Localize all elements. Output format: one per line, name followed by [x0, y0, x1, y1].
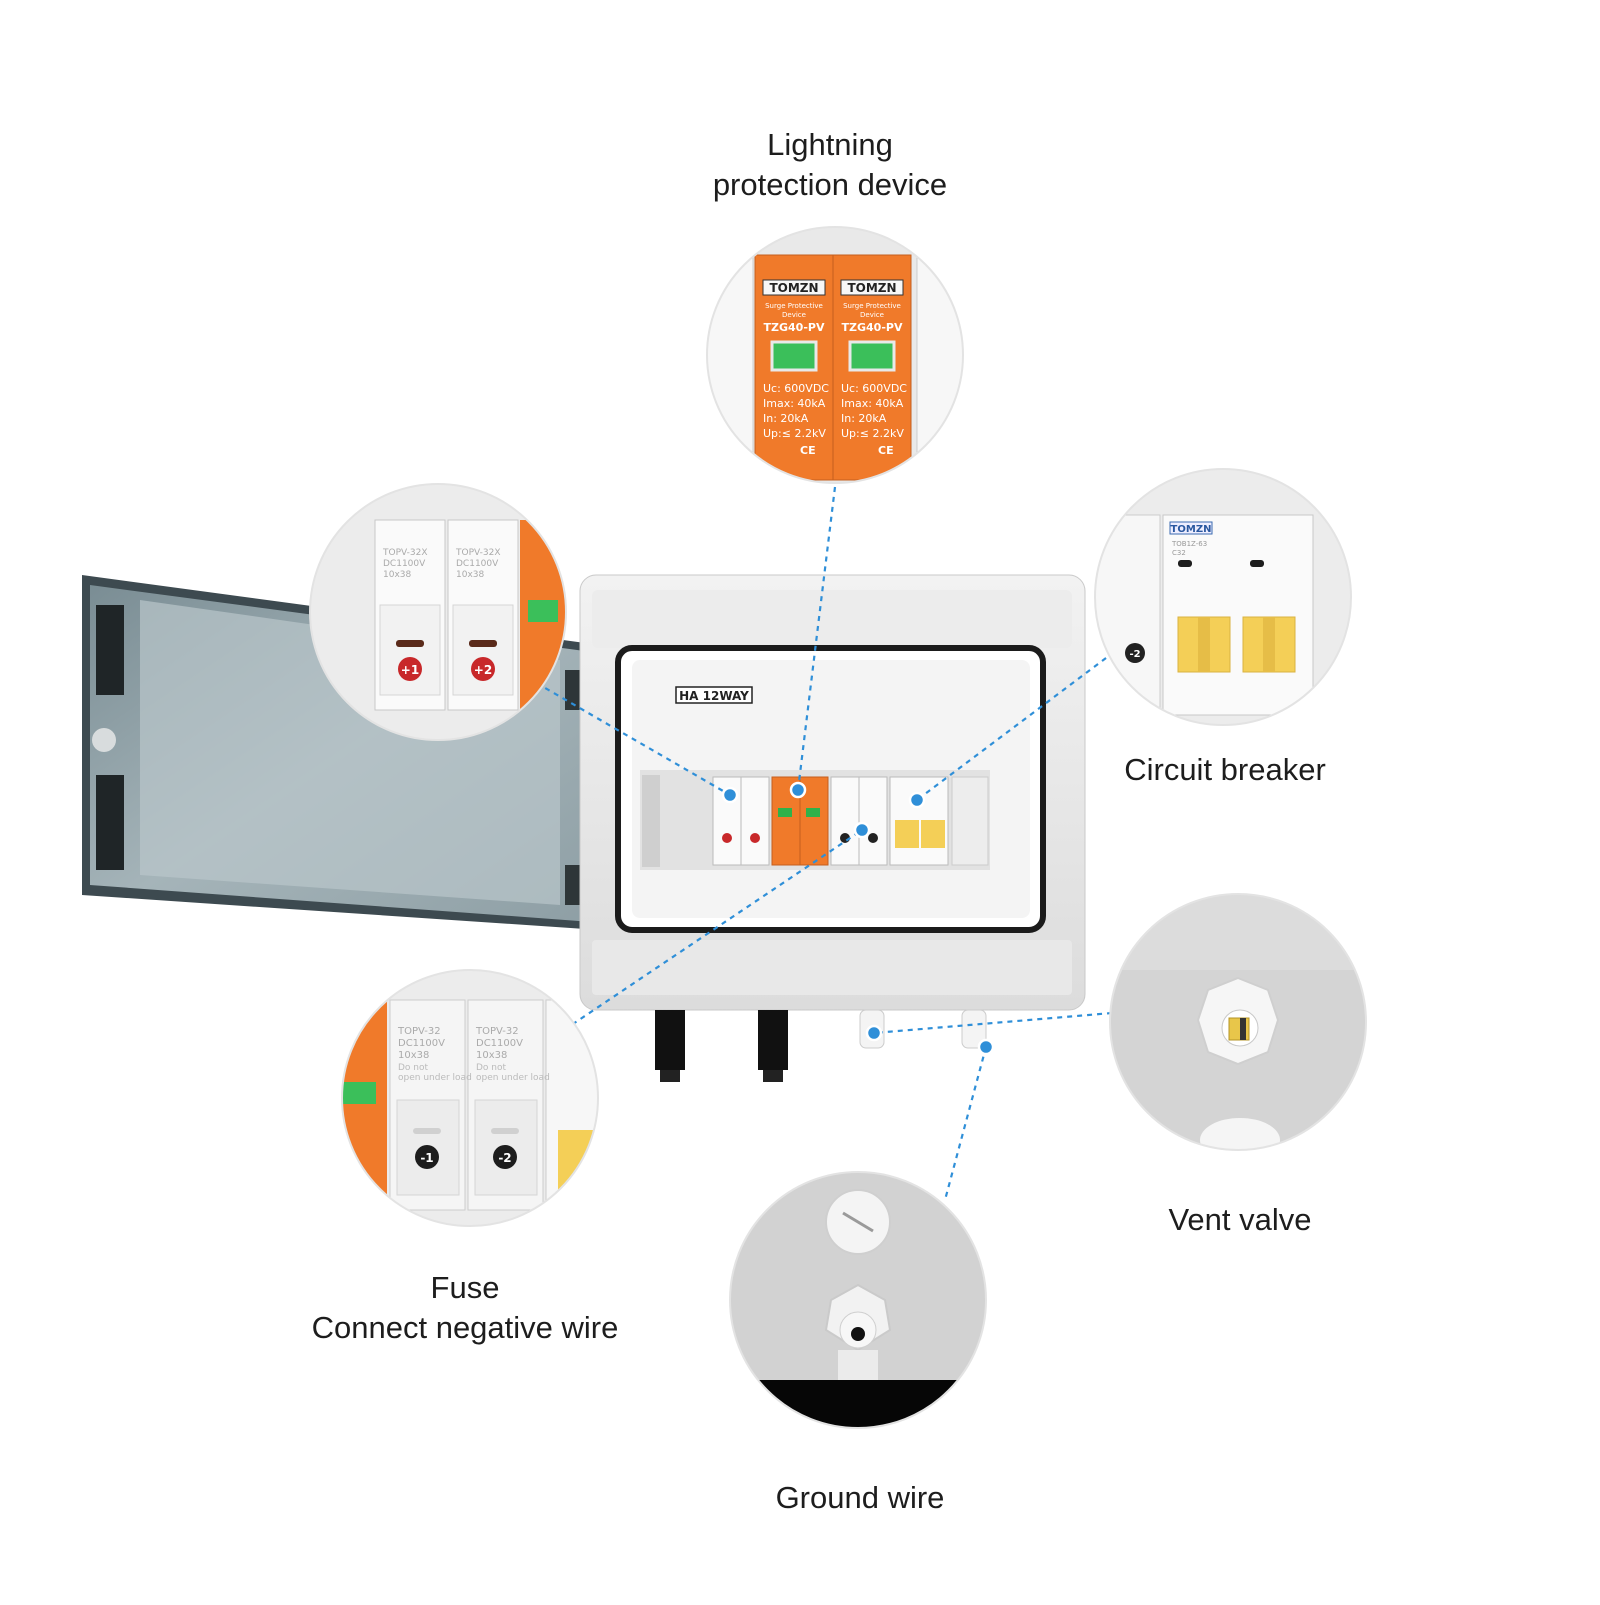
label-lightning-line1: Lightning — [767, 127, 893, 162]
label-circuit-breaker-text: Circuit breaker — [1124, 752, 1326, 787]
svg-text:10x38: 10x38 — [398, 1050, 429, 1061]
callout-dot — [908, 791, 926, 809]
terminal-connector-icon — [758, 1010, 788, 1082]
circuit-breaker-small — [889, 776, 949, 866]
callout-dot — [853, 821, 871, 839]
svg-text:TOPV-32: TOPV-32 — [397, 1026, 441, 1037]
svg-text:Imax: 40kA: Imax: 40kA — [763, 397, 826, 410]
door-latch-top — [96, 605, 124, 695]
zoom-ground-wire — [730, 1172, 986, 1428]
svg-text:TOPV-32: TOPV-32 — [475, 1026, 519, 1037]
label-ground-wire-text: Ground wire — [775, 1480, 945, 1515]
svg-text:Device: Device — [782, 311, 806, 319]
svg-text:Surge Protective: Surge Protective — [765, 302, 823, 310]
callout-dot — [977, 1038, 995, 1056]
label-circuit-breaker: Circuit breaker — [1075, 750, 1375, 790]
svg-text:TZG40-PV: TZG40-PV — [842, 321, 903, 334]
callout-lines — [475, 486, 1131, 1201]
svg-text:Surge Protective: Surge Protective — [843, 302, 901, 310]
svg-text:TOMZN: TOMZN — [769, 281, 818, 295]
svg-text:10x38: 10x38 — [456, 570, 485, 580]
label-vent-valve-text: Vent valve — [1168, 1202, 1312, 1237]
svg-text:open under load: open under load — [476, 1073, 550, 1083]
svg-text:DC1100V: DC1100V — [456, 559, 499, 569]
callout-dot — [789, 781, 807, 799]
svg-text:DC1100V: DC1100V — [476, 1038, 523, 1049]
svg-text:Imax: 40kA: Imax: 40kA — [841, 397, 904, 410]
svg-text:DC1100V: DC1100V — [383, 559, 426, 569]
svg-text:-2: -2 — [498, 1151, 511, 1165]
zoom-circuit-breaker: TOMZN TOB1Z-63 C32 -2 — [1095, 469, 1351, 725]
svg-text:TOMZN: TOMZN — [1171, 524, 1212, 535]
svg-text:DC1100V: DC1100V — [398, 1038, 445, 1049]
svg-text:In: 20kA: In: 20kA — [841, 412, 887, 425]
cable-gland-icon — [824, 1283, 892, 1380]
svg-text:+2: +2 — [474, 663, 492, 677]
label-fuse-line2: Connect negative wire — [311, 1310, 619, 1345]
svg-text:In: 20kA: In: 20kA — [763, 412, 809, 425]
svg-text:Device: Device — [860, 311, 884, 319]
label-fuse: Fuse Connect negative wire — [285, 1268, 645, 1348]
label-ground-wire: Ground wire — [710, 1478, 1010, 1518]
callout-dot — [865, 1024, 883, 1042]
zoom-vent-valve — [1110, 894, 1366, 1150]
label-lightning-protection: Lightning protection device — [660, 125, 1000, 205]
model-label — [675, 686, 753, 704]
svg-text:Up:≤ 2.2kV: Up:≤ 2.2kV — [763, 427, 826, 440]
svg-text:open under load: open under load — [398, 1073, 472, 1083]
svg-text:TZG40-PV: TZG40-PV — [764, 321, 825, 334]
svg-text:Uc: 600VDC: Uc: 600VDC — [841, 382, 907, 395]
blanking-plug-icon — [825, 1189, 891, 1255]
svg-text:Do not: Do not — [476, 1063, 507, 1073]
svg-text:Do not: Do not — [398, 1063, 429, 1073]
svg-text:TOMZN: TOMZN — [847, 281, 896, 295]
fuse-holder-negative — [830, 776, 888, 866]
svg-text:10x38: 10x38 — [476, 1050, 507, 1061]
enclosure: HA 12WAY — [82, 574, 1086, 1082]
cable-gland-icon — [961, 1009, 987, 1049]
zoom-fuse-positive: TOPV-32X DC1100V 10x38 TOPV-32X DC1100V … — [310, 484, 566, 740]
svg-text:-1: -1 — [420, 1151, 433, 1165]
svg-text:-2: -2 — [1129, 649, 1140, 660]
vent-valve-icon — [1196, 976, 1280, 1066]
zoom-fuse-negative: TOPV-32 DC1100V 10x38 Do not open under … — [342, 970, 598, 1226]
model-label-text: HA 12WAY — [679, 689, 749, 703]
svg-text:C32: C32 — [1172, 549, 1186, 557]
zoom-lightning-protection: TOMZN Surge Protective Device TZG40-PV U… — [707, 227, 963, 483]
label-vent-valve: Vent valve — [1100, 1200, 1380, 1240]
svg-text:TOB1Z-63: TOB1Z-63 — [1171, 540, 1207, 548]
svg-text:+1: +1 — [401, 663, 419, 677]
svg-text:CE: CE — [878, 444, 894, 457]
terminal-connector-icon — [655, 1010, 685, 1082]
label-fuse-line1: Fuse — [430, 1270, 500, 1305]
svg-text:Up:≤ 2.2kV: Up:≤ 2.2kV — [841, 427, 904, 440]
door-latch-bottom — [96, 775, 124, 870]
svg-text:CE: CE — [800, 444, 816, 457]
callout-dot — [721, 786, 739, 804]
svg-text:Uc: 600VDC: Uc: 600VDC — [763, 382, 829, 395]
label-lightning-line2: protection device — [712, 167, 948, 202]
svg-text:10x38: 10x38 — [383, 570, 412, 580]
svg-text:TOPV-32X: TOPV-32X — [382, 548, 428, 558]
svg-text:TOPV-32X: TOPV-32X — [455, 548, 501, 558]
